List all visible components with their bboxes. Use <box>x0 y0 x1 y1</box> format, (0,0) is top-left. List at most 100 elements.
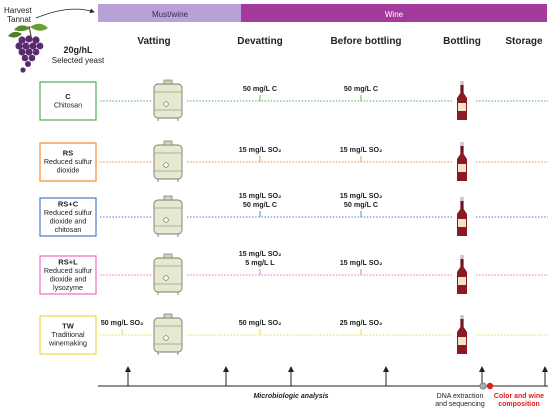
treatment-code: RS <box>63 149 73 158</box>
devatting-dose-text: 50 mg/L C <box>243 84 277 93</box>
before-bottling-dose-text: 15 mg/L SO₂ <box>340 191 383 200</box>
before-bottling-dose-text: 25 mg/L SO₂ <box>340 318 383 327</box>
bottle-neck <box>460 146 464 154</box>
fermentation-tank-icon <box>153 140 183 182</box>
bottle-label <box>458 103 466 111</box>
treatment-name-line: Chitosan <box>54 100 82 109</box>
wine-bottle-icon <box>457 315 467 354</box>
before-bottling-dose-text: 15 mg/L SO₂ <box>340 145 383 154</box>
bottle-cap <box>460 255 464 259</box>
vatting-dose-text: 50 mg/L SO₂ <box>101 318 144 327</box>
treatment-box <box>39 142 97 182</box>
bottle-neck <box>460 319 464 327</box>
dna-label-line2: and sequencing <box>435 401 485 408</box>
tank-valve <box>163 162 169 168</box>
treatment-code: RS+L <box>58 257 78 266</box>
treatment-name-line: dioxide <box>57 166 80 175</box>
microbiologic-label: Microbiologic analysis <box>253 393 328 400</box>
treatment-code: RS+C <box>58 199 79 208</box>
harvest-label: Harvest <box>4 6 32 15</box>
tank-valve <box>163 101 169 107</box>
bottle-label <box>458 277 466 285</box>
harvest-variety-label: Tannat <box>7 15 32 24</box>
bottle-label <box>458 164 466 172</box>
tank-valve <box>163 217 169 223</box>
bottle-neck <box>460 201 464 209</box>
color-label-line2: composition <box>498 401 540 408</box>
bottle-label <box>458 337 466 345</box>
treatment-name-line: dioxide and <box>50 274 87 283</box>
tank-lid <box>163 253 173 259</box>
harvest-arrow <box>35 8 95 19</box>
dna-marker <box>479 382 487 390</box>
devatting-dose-text: 15 mg/L SO₂ <box>239 145 282 154</box>
grape-bunch-icon <box>8 23 48 73</box>
treatment-name-line: lysozyme <box>53 283 83 292</box>
color-label-line1: Color and wine <box>494 393 544 400</box>
tank-lid <box>163 313 173 319</box>
bottle-cap <box>460 315 464 319</box>
tank-body <box>153 317 183 353</box>
stage-before-bottling: Before bottling <box>330 36 401 47</box>
tank-lid <box>163 79 173 85</box>
yeast-dose: 20g/hL <box>63 45 93 55</box>
bottle-cap <box>460 142 464 146</box>
treatment-code: TW <box>62 322 75 331</box>
treatment-box <box>39 81 97 121</box>
treatment-code: C <box>65 92 71 101</box>
tank-valve <box>163 275 169 281</box>
before-bottling-dose-text: 15 mg/L SO₂ <box>340 258 383 267</box>
tank-body <box>153 144 183 180</box>
treatment-name-line: winemaking <box>48 339 87 348</box>
tank-valve <box>163 335 169 341</box>
stage-bottling: Bottling <box>443 36 481 47</box>
fermentation-tank-icon <box>153 313 183 355</box>
treatment-box <box>39 315 97 355</box>
treatment-box <box>39 255 97 295</box>
fermentation-tank-icon <box>153 79 183 121</box>
tank-body <box>153 83 183 119</box>
wine-bottle-icon <box>457 197 467 236</box>
devatting-dose-text: 5 mg/L L <box>245 258 275 267</box>
stage-vatting: Vatting <box>137 36 170 47</box>
devatting-dose-text: 50 mg/L SO₂ <box>239 318 282 327</box>
treatment-name-line: Reduced sulfur <box>44 208 93 217</box>
treatment-name-line: chitosan <box>55 225 82 234</box>
wine-bottle-icon <box>457 255 467 294</box>
wine-bar-label: Wine <box>385 10 404 19</box>
treatment-name-line: Reduced sulfur <box>44 266 93 275</box>
fermentation-tank-icon <box>153 195 183 237</box>
treatment-name-line: dioxide and <box>50 216 87 225</box>
stage-storage: Storage <box>505 36 543 47</box>
treatment-name-line: Reduced sulfur <box>44 157 93 166</box>
tank-body <box>153 199 183 235</box>
treatment-name-line: Traditional <box>51 330 85 339</box>
treatment-box <box>39 197 97 237</box>
color-marker <box>486 382 494 390</box>
bottle-label <box>458 219 466 227</box>
before-bottling-dose-text: 50 mg/L C <box>344 200 378 209</box>
devatting-dose-text: 50 mg/L C <box>243 200 277 209</box>
dna-label-line1: DNA extraction <box>437 393 484 400</box>
wine-bar <box>241 4 547 22</box>
tank-body <box>153 257 183 293</box>
bottle-neck <box>460 85 464 93</box>
bottle-cap <box>460 197 464 201</box>
wine-bottle-icon <box>457 142 467 181</box>
stage-devatting: Devatting <box>237 36 283 47</box>
yeast-label: Selected yeast <box>52 56 105 65</box>
fermentation-tank-icon <box>153 253 183 295</box>
devatting-dose-text: 15 mg/L SO₂ <box>239 191 282 200</box>
bottle-cap <box>460 81 464 85</box>
bottle-neck <box>460 259 464 267</box>
must-wine-bar <box>98 4 241 22</box>
before-bottling-dose-text: 50 mg/L C <box>344 84 378 93</box>
devatting-dose-text: 15 mg/L SO₂ <box>239 249 282 258</box>
